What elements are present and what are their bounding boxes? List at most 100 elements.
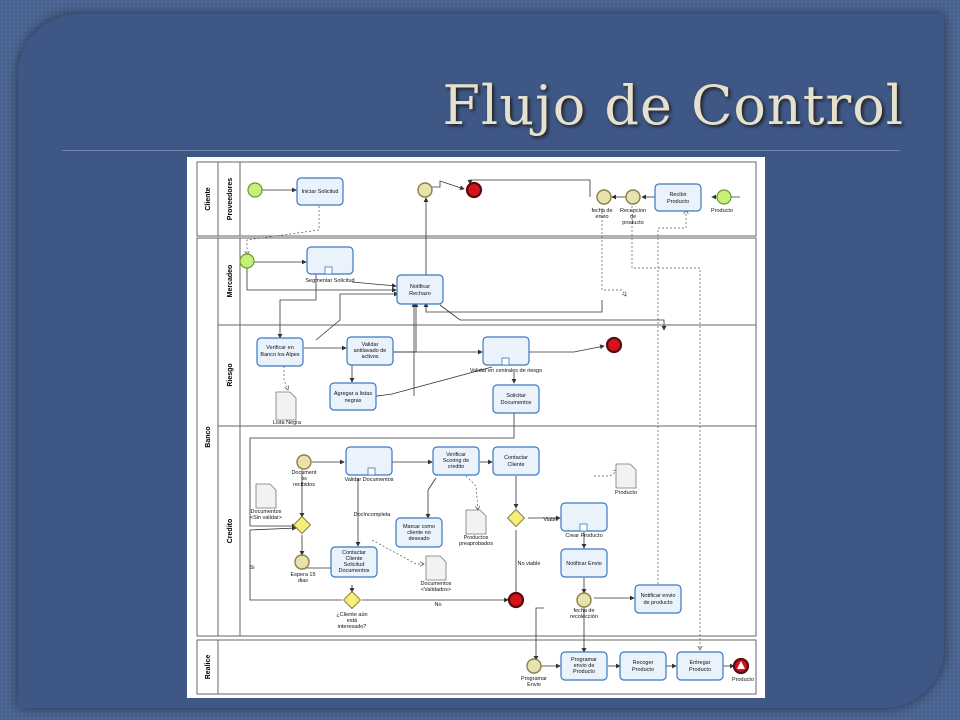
label-scoring-1: Verificar [446,452,466,458]
label-sin-validar-2: <Sin validar> [250,515,282,521]
lane-label-credito: Credito [227,519,234,544]
label-verificar-banco-2: Banco los Alpes [260,352,299,358]
gateway-viable [506,508,526,528]
label-contactar-sol-2: Cliente [345,556,362,562]
label-recepcion-3: producto [622,220,643,226]
label-preaprobados-2: preaprobados [459,541,493,547]
timer-event-documentos [296,454,312,470]
label-entregar-2: Producto [689,667,711,673]
label-doc-recibidos-1: Document [291,470,317,476]
label-recepcion-2: de [630,214,636,220]
start-event-producto [716,189,732,205]
task-contactar-solicitud [330,546,378,578]
task-solicitar-documentos [492,384,540,414]
message-event-recepcion [625,189,641,205]
timer-event-recoleccion [576,592,592,608]
message-start-event [239,253,255,269]
task-validar-activos [346,336,394,366]
task-verificar-scoring [432,446,480,476]
label-viable: Viable [543,517,558,523]
start-event [247,182,263,198]
label-doc-incompleta: DocIncompleta [354,512,392,518]
timer-event-espera [294,554,310,570]
label-validados-1: Documentos [421,581,452,587]
label-solicitar-2: Documentos [501,400,532,406]
label-recoleccion-1: fecha de [573,608,594,614]
label-recoleccion-2: recolección [570,614,598,620]
task-marcar-cliente [395,517,443,548]
label-marcar-3: deseado [408,536,429,542]
label-contactar-2: Cliente [507,462,524,468]
label-agregar-2: negras [345,398,362,404]
slide-title: Flujo de Control [442,74,904,137]
label-notificar-envio-prod-1: Notificar envio [641,593,676,599]
end-event-riesgo [605,336,623,354]
end-event [465,181,483,199]
label-sin-validar-1: Documentos [251,509,282,515]
label-recoger-1: Recoger [633,660,654,666]
label-scoring-3: credito [448,464,465,470]
label-producto-credito: Producto [615,490,637,496]
label-marcar-2: cliente no [407,530,431,536]
label-producto-end: Producto [732,677,754,683]
lista-negra-doc [275,391,297,421]
label-contactar-sol-1: Contactar [342,550,366,556]
timer-event-fecha-envio [596,189,612,205]
label-validar-documentos: Validar Documentos [344,477,393,483]
label-contactar-1: Contactar [504,455,528,461]
label-crear-producto: Crear Producto [565,533,602,539]
preaprobados-doc [465,509,487,535]
lane-label-riesgo: Riesgo [227,363,234,386]
end-event-credito [507,591,525,609]
label-si: Si [250,565,255,571]
lane-label-mercadeo: Mercadeo [227,265,234,298]
label-interesado-2: está [347,618,358,624]
bpmn-diagram: Cliente Proveedores Banco Mercadeo Riesg… [187,157,765,698]
message-flows [247,206,700,650]
pool-label-banco: Banco [205,426,212,447]
label-espera-1: Espera 15 [290,572,315,578]
label-recibir-1: Recibir [669,192,686,198]
label-doc-recibidos-3: recibidos [293,482,315,488]
label-notificar-envio-prod-2: de producto [643,600,672,606]
label-programar-envio-2: Envio [527,682,541,688]
label-recoger-2: Producto [632,667,654,673]
label-verificar-banco-1: Verificar en [266,345,294,351]
validados-doc [425,555,447,581]
subprocess-marker-icon [324,266,333,275]
label-notificar-envio: Notificar Envio [566,561,601,567]
task-agregar-listas [329,382,377,411]
label-programar-3: Producto [573,669,595,675]
label-agregar-1: Agregar a listas [334,391,372,397]
label-no: No [434,602,441,608]
label-lista-negra: Lista Negra [273,420,302,426]
label-espera-2: dias [298,578,308,584]
label-programar-2: envio de [574,663,595,669]
gateway-interesado [342,590,362,610]
label-segmentar: Segmentar Solicitud [305,278,354,284]
label-notificar-1: Notificar [410,284,430,290]
label-fecha-envio-2: envio [595,214,608,220]
intermediate-event-icon [417,182,433,198]
data-objects [255,391,637,581]
task-notificar-rechazo [396,274,444,305]
label-validar-activos-1: Validar [362,342,379,348]
label-scoring-2: Scoring de [443,458,469,464]
subprocess-marker-icon [501,357,510,366]
lane-label-proveedores: Proveedores [227,178,234,221]
label-marcar-1: Marcar como [403,524,435,530]
task-programar-envio [560,651,608,681]
task-notificar-envio [560,548,608,578]
signal-icon [737,661,745,669]
label-preaprobados-1: Productos [464,535,489,541]
label-notificar-2: Rechazo [409,291,431,297]
label-recibir-2: Producto [667,199,689,205]
label-iniciar-solicitud: Iniciar Solicitud [302,189,339,195]
label-validar-activos-2: antilavado de [354,348,387,354]
label-contactar-sol-4: Documentos [339,568,370,574]
label-validar-activos-3: activos [361,354,378,360]
timer-event-programar [526,658,542,674]
task-verificar-banco [256,337,304,367]
pool-label-cliente: Cliente [205,187,212,210]
label-interesado-1: ¿Cliente aún [336,612,367,618]
